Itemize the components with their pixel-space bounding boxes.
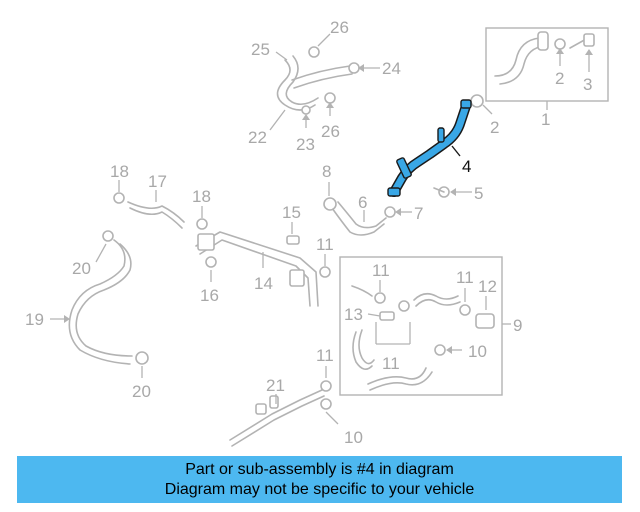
callout-26a: 26 [330,18,349,37]
callout-13: 13 [344,305,363,324]
callout-18a: 18 [110,162,129,181]
callout-20b: 20 [132,382,151,401]
callout-5: 5 [474,184,483,203]
callout-15: 15 [282,203,301,222]
callout-11d: 11 [382,354,400,373]
callout-11b: 11 [372,261,390,280]
hose-group-17-20: 18 17 18 20 19 20 [25,162,211,401]
callout-25: 25 [251,40,270,59]
callout-16: 16 [200,286,219,305]
callout-10b: 10 [344,428,363,447]
callout-17: 17 [148,172,167,191]
callout-2b: 2 [490,118,499,137]
callout-26b: 26 [321,122,340,141]
hose-group-6-8: 8 6 7 [322,162,423,236]
callout-21: 21 [266,376,285,395]
callout-11e: 11 [316,346,334,365]
hose-group-22-26: 25 26 24 22 23 26 [248,18,401,154]
callout-2a: 2 [555,69,564,88]
callout-4: 4 [462,157,471,176]
callout-7: 7 [414,204,423,223]
assembly-9-box: 9 11 11 12 13 11 10 [339,256,522,396]
clamp-2: 2 [470,94,499,137]
assembly-1-box: 1 2 3 [485,27,609,129]
bracket-group-14-16: 16 14 15 11 [195,203,334,307]
callout-10a: 10 [468,342,487,361]
callout-23: 23 [296,135,315,154]
callout-3: 3 [583,75,592,94]
pipe-21: 21 11 10 [229,346,363,447]
callout-22: 22 [248,128,267,147]
callout-12: 12 [478,277,497,296]
callout-1: 1 [541,110,550,129]
callout-9: 9 [513,316,522,335]
info-banner: Part or sub-assembly is #4 in diagram Di… [17,456,622,503]
parts-diagram: 1 2 3 25 26 24 22 23 26 [25,18,609,447]
banner-line-1: Part or sub-assembly is #4 in diagram [185,461,454,478]
callout-20a: 20 [72,259,91,278]
callout-18b: 18 [192,187,211,206]
water-pipe-part-4: 4 [387,99,472,197]
banner-line-2: Diagram may not be specific to your vehi… [164,481,475,498]
callout-19: 19 [25,310,44,329]
callout-11c: 11 [456,268,474,287]
callout-8: 8 [322,162,331,181]
callout-24: 24 [382,59,401,78]
bolt-5: 5 [433,184,483,203]
callout-11a: 11 [316,235,334,254]
callout-6: 6 [358,193,367,212]
callout-14: 14 [254,274,273,293]
